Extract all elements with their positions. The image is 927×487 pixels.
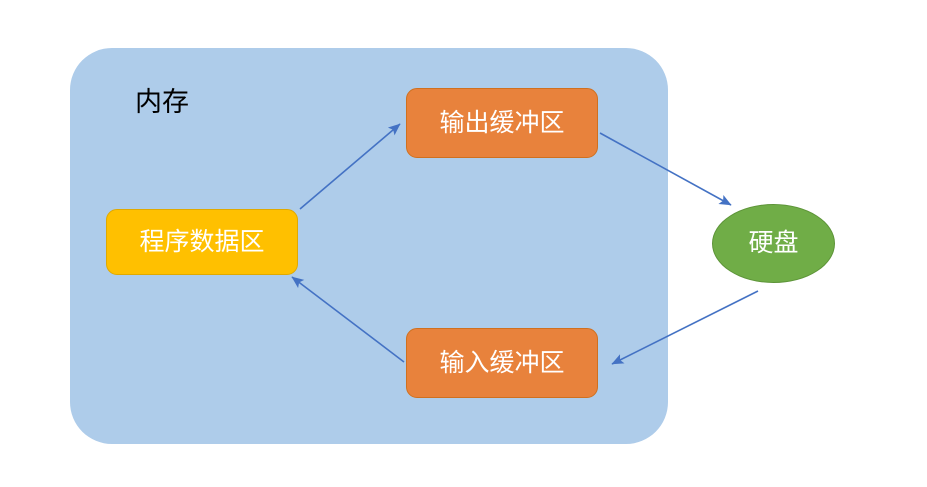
node-output-buffer[interactable]: 输出缓冲区 [406, 88, 598, 158]
node-program-data-label: 程序数据区 [139, 227, 265, 256]
node-output-buffer-label: 输出缓冲区 [439, 108, 565, 137]
node-input-buffer[interactable]: 输入缓冲区 [406, 328, 598, 398]
node-hard-disk[interactable]: 硬盘 [712, 204, 835, 283]
node-hard-disk-label: 硬盘 [748, 229, 799, 257]
node-input-buffer-label: 输入缓冲区 [439, 348, 565, 377]
node-program-data[interactable]: 程序数据区 [106, 209, 298, 275]
memory-label: 内存 [135, 87, 189, 117]
